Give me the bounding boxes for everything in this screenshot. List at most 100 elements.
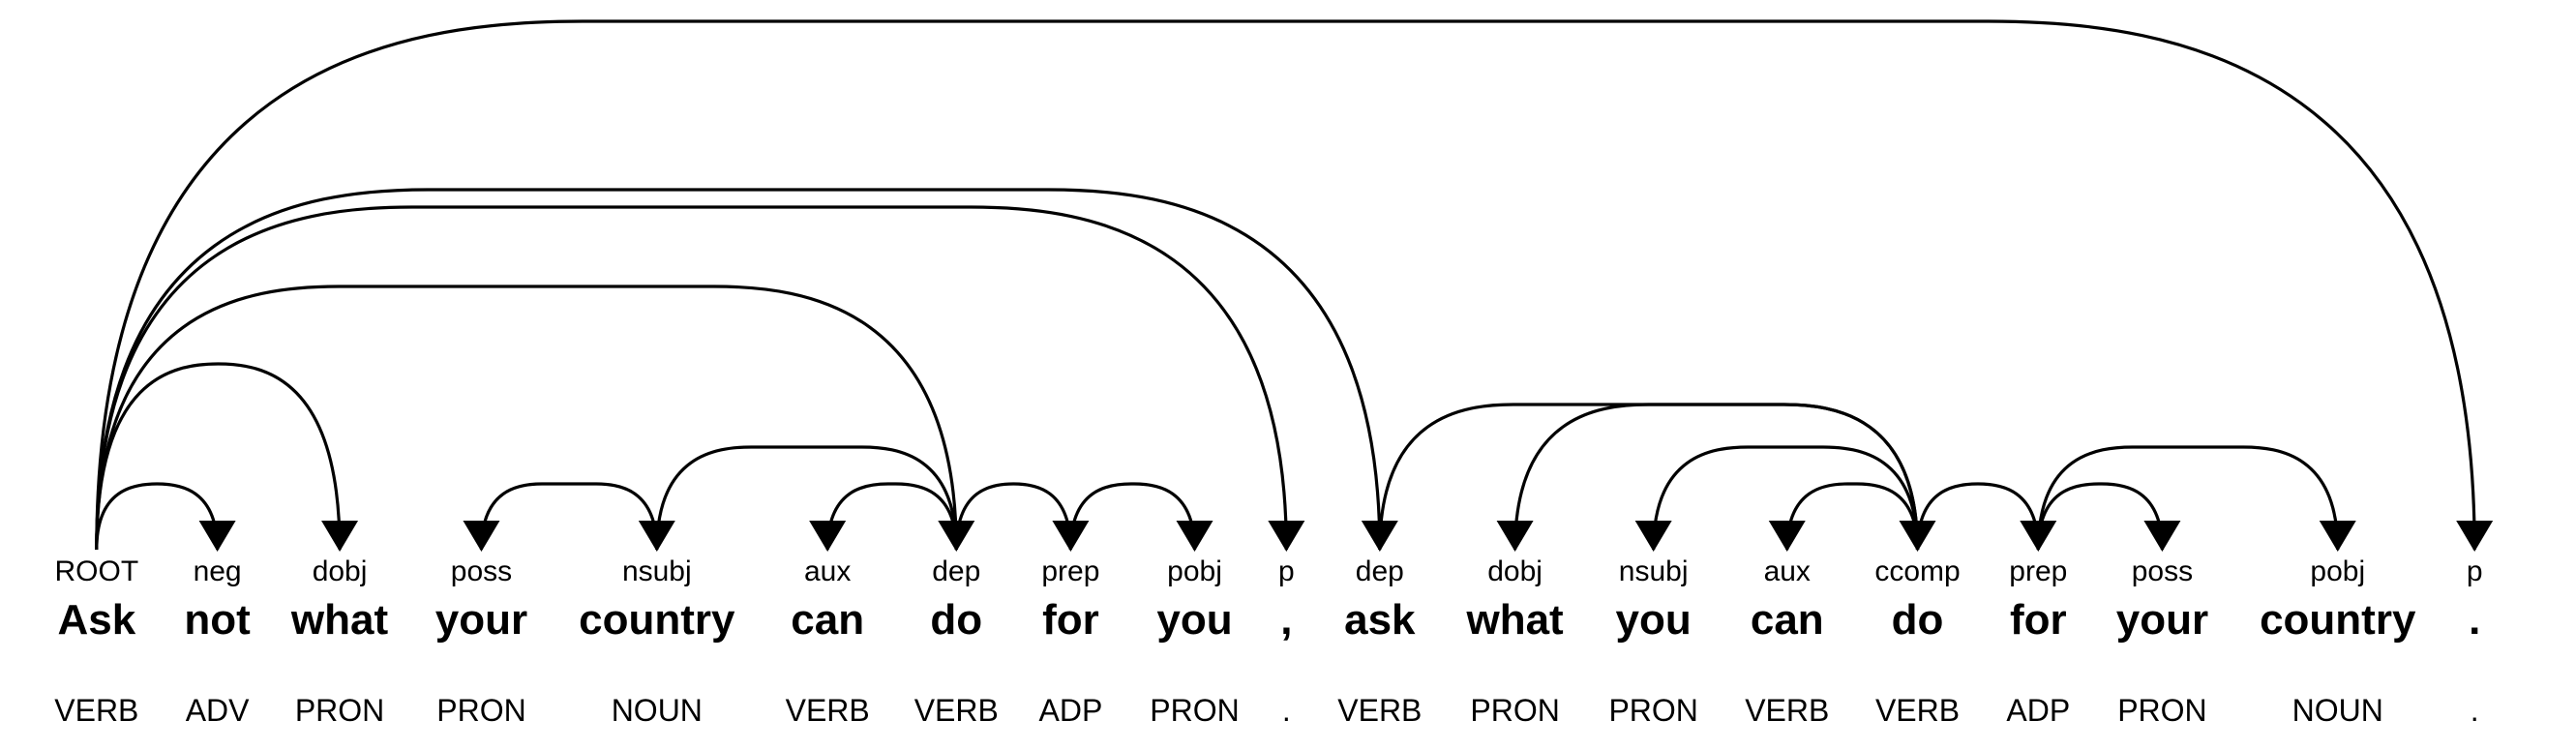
arrowhead-icon xyxy=(1496,521,1534,552)
dependency-arc-prep xyxy=(954,482,1090,552)
dependency-arc-pobj xyxy=(2036,445,2356,552)
token-word-18[interactable]: . xyxy=(2469,596,2480,644)
pos-tag-14: VERB xyxy=(1875,693,1960,728)
arc-curve xyxy=(95,362,342,551)
arc-curve xyxy=(2036,482,2165,551)
token-word-8[interactable]: you xyxy=(1156,596,1232,644)
token-word-11[interactable]: what xyxy=(1465,596,1564,644)
dependency-arc-nsubj xyxy=(638,445,958,552)
pos-tag-0: VERB xyxy=(54,693,138,728)
token-word-6[interactable]: do xyxy=(930,596,982,644)
token-word-0[interactable]: Ask xyxy=(57,596,135,644)
arc-curve xyxy=(825,482,958,551)
dep-label-16: poss xyxy=(2132,555,2193,587)
pos-tag-17: NOUN xyxy=(2292,693,2383,728)
dep-label-6: dep xyxy=(932,555,980,587)
dependency-arc-prep xyxy=(1915,482,2057,552)
dep-label-7: prep xyxy=(1041,555,1099,587)
arrowhead-icon xyxy=(198,521,236,552)
dependency-arc-pobj xyxy=(1068,482,1213,552)
arc-curve xyxy=(655,445,958,551)
dependency-arc-poss xyxy=(2036,482,2181,552)
token-word-9[interactable]: , xyxy=(1280,596,1292,644)
arc-curve xyxy=(95,188,1382,551)
arc-curve xyxy=(1915,482,2040,551)
dep-label-18: p xyxy=(2467,555,2483,587)
arc-curve xyxy=(1785,482,1920,551)
arrowhead-icon xyxy=(638,521,675,552)
dep-label-5: aux xyxy=(804,555,851,587)
dep-label-0: ROOT xyxy=(54,555,138,587)
token-word-13[interactable]: can xyxy=(1751,596,1824,644)
token-word-16[interactable]: your xyxy=(2116,596,2208,644)
pos-tag-6: VERB xyxy=(914,693,999,728)
dep-label-17: pobj xyxy=(2310,555,2365,587)
arrowhead-icon xyxy=(809,521,847,552)
arrowhead-icon xyxy=(1768,521,1806,552)
pos-tag-7: ADP xyxy=(1038,693,1102,728)
dep-label-12: nsubj xyxy=(1619,555,1689,587)
arc-curve xyxy=(95,19,2476,551)
token-word-10[interactable]: ask xyxy=(1344,596,1416,644)
pos-tag-1: ADV xyxy=(186,693,250,728)
token-word-2[interactable]: what xyxy=(290,596,389,644)
arc-curve xyxy=(95,482,220,551)
token-word-1[interactable]: not xyxy=(184,596,251,644)
pos-tag-5: VERB xyxy=(786,693,870,728)
dep-label-13: aux xyxy=(1764,555,1811,587)
arc-curve xyxy=(95,285,958,551)
arc-curve xyxy=(2036,445,2340,551)
token-word-15[interactable]: for xyxy=(2010,596,2067,644)
dep-label-11: dobj xyxy=(1487,555,1543,587)
pos-tag-2: PRON xyxy=(295,693,384,728)
arc-curve xyxy=(954,482,1072,551)
token-word-4[interactable]: country xyxy=(579,596,735,644)
dep-label-8: pobj xyxy=(1167,555,1222,587)
dep-label-2: dobj xyxy=(313,555,368,587)
dep-label-4: nsubj xyxy=(622,555,692,587)
dep-label-14: ccomp xyxy=(1874,555,1960,587)
token-word-12[interactable]: you xyxy=(1616,596,1692,644)
pos-tag-18: . xyxy=(2471,693,2479,728)
arrowhead-icon xyxy=(1268,521,1305,552)
arrowhead-icon xyxy=(2319,521,2356,552)
dependency-arc-dep xyxy=(95,285,975,552)
pos-tag-15: ADP xyxy=(2006,693,2070,728)
dep-label-1: neg xyxy=(194,555,242,587)
arc-curve xyxy=(479,482,659,551)
dependency-arc-dobj xyxy=(1496,403,1920,552)
dep-label-9: p xyxy=(1278,555,1295,587)
dependency-arc-p xyxy=(95,19,2494,552)
arc-curve xyxy=(1068,482,1197,551)
arrowhead-icon xyxy=(2143,521,2181,552)
pos-tag-12: PRON xyxy=(1608,693,1697,728)
arrowhead-icon xyxy=(1176,521,1213,552)
pos-tag-11: PRON xyxy=(1470,693,1559,728)
pos-tag-10: VERB xyxy=(1337,693,1422,728)
dependency-arc-dep xyxy=(95,188,1398,552)
token-word-5[interactable]: can xyxy=(791,596,864,644)
token-word-7[interactable]: for xyxy=(1042,596,1099,644)
pos-tag-4: NOUN xyxy=(612,693,703,728)
arc-curve xyxy=(1378,403,1920,551)
pos-tag-9: . xyxy=(1282,693,1291,728)
token-word-3[interactable]: your xyxy=(435,596,527,644)
pos-tag-16: PRON xyxy=(2117,693,2206,728)
arc-curve xyxy=(1652,445,1920,551)
dependency-arc-poss xyxy=(463,482,659,552)
pos-tag-8: PRON xyxy=(1150,693,1239,728)
dependency-arc-p xyxy=(95,205,1305,552)
token-word-17[interactable]: country xyxy=(2260,596,2416,644)
pos-tag-3: PRON xyxy=(436,693,525,728)
arrowhead-icon xyxy=(463,521,500,552)
dep-label-3: poss xyxy=(451,555,512,587)
dependency-arc-neg xyxy=(95,482,236,552)
arrowhead-icon xyxy=(1634,521,1672,552)
dependency-arc-dobj xyxy=(95,362,359,552)
dep-label-10: dep xyxy=(1356,555,1404,587)
dependency-arc-nsubj xyxy=(1634,445,1920,552)
arrowhead-icon xyxy=(2456,521,2494,552)
token-word-14[interactable]: do xyxy=(1892,596,1944,644)
